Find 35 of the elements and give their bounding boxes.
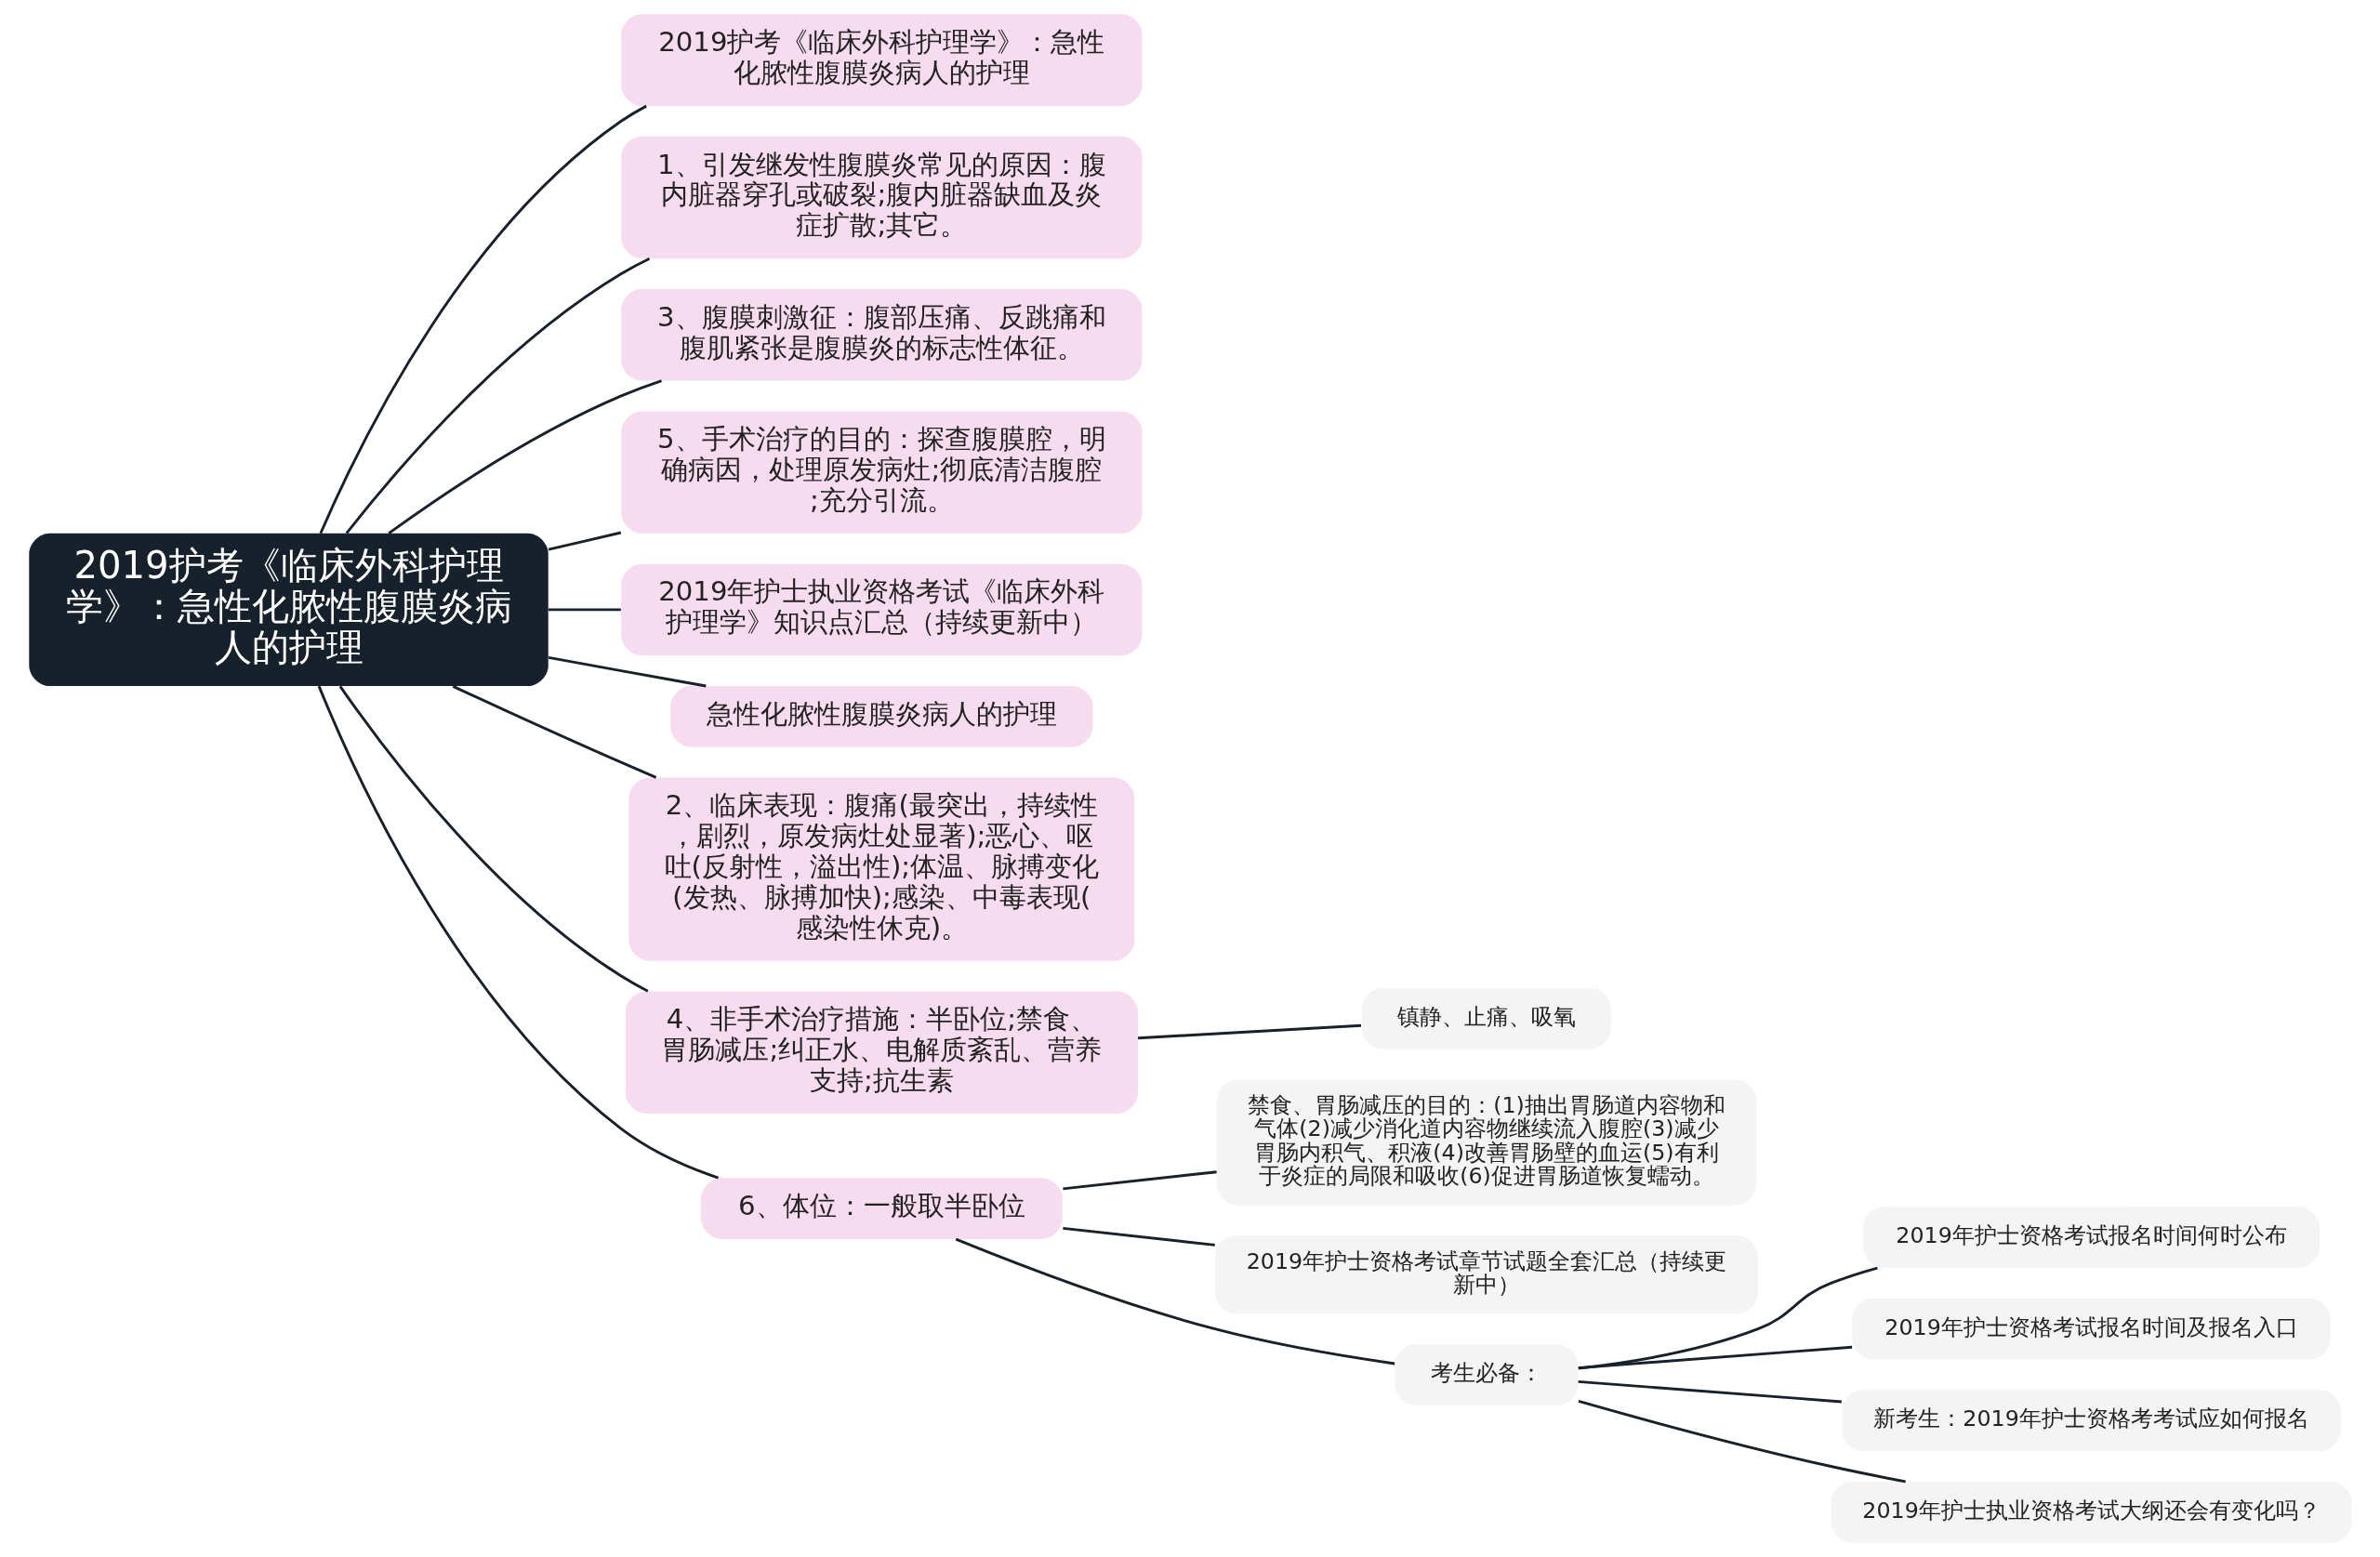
node-box: 6、体位：一般取半卧位 — [700, 1178, 1063, 1239]
connector — [1062, 1170, 1217, 1191]
node-box: 3、腹膜刺激征：腹部压痛、反跳痛和腹肌紧张是腹膜炎的标志性体征。 — [620, 289, 1142, 381]
connector — [1062, 1226, 1215, 1247]
node-box: 2019年护士资格考试章节试题全套汇总（持续更新中） — [1214, 1235, 1758, 1314]
connector — [338, 685, 649, 993]
node-box: 1、引发继发性腹膜炎常见的原因：腹内脏器穿孔或破裂;腹内脏器缺血及炎症扩散;其它。 — [620, 136, 1142, 259]
node-box: 考生必备： — [1394, 1344, 1578, 1405]
connector — [387, 379, 662, 534]
node-box: 镇静、止痛、吸氧 — [1361, 987, 1611, 1049]
connector — [1578, 1345, 1852, 1370]
connector — [345, 257, 650, 534]
connector — [548, 531, 621, 551]
node-box: 2019年护士执业资格考试《临床外科护理学》知识点汇总（持续更新中） — [620, 563, 1142, 656]
connector — [317, 685, 719, 1180]
node-box: 2019护考《临床外科护理学》：急性化脓性腹膜炎病人的护理 — [28, 533, 549, 687]
connector — [1578, 1379, 1842, 1404]
node-box: 急性化脓性腹膜炎病人的护理 — [669, 686, 1093, 747]
node-box: 禁食、胃肠减压的目的：(1)抽出胃肠道内容物和气体(2)减少消化道内容物继续流入腹腔(3)减少胃肠内积气、积液(4)改善胃肠壁的血运(5)有利于炎症的局限和吸收(6)促进胃肠道恢复蠕动。 — [1216, 1079, 1756, 1206]
node-box: 2019护考《临床外科护理学》：急性化脓性腹膜炎病人的护理 — [620, 14, 1142, 106]
connector — [955, 1237, 1395, 1366]
node-box: 2、临床表现：腹痛(最突出，持续性，剧烈，原发病灶处显著);恶心、呕吐(反射性，溢出性);体温、脉搏变化(发热、脉搏加快);感染、中毒表现(感染性休克)。 — [628, 777, 1134, 961]
node-box: 新考生：2019年护士资格考考试应如何报名 — [1841, 1390, 2341, 1452]
node-box: 5、手术治疗的目的：探查腹膜腔，明确病因，处理原发病灶;彻底清洁腹腔;充分引流。 — [620, 411, 1142, 534]
connector — [1578, 1400, 1906, 1484]
node-box: 2019年护士资格考试报名时间及报名入口 — [1851, 1298, 2331, 1360]
node-box: 2019年护士资格考试报名时间何时公布 — [1862, 1207, 2320, 1268]
node-box: 2019年护士执业资格考试大纲还会有变化吗？ — [1830, 1481, 2352, 1543]
connector — [319, 104, 647, 534]
connector — [548, 608, 621, 612]
connector — [452, 685, 656, 779]
connector — [548, 655, 707, 688]
connector — [1137, 1023, 1361, 1040]
connector — [1578, 1266, 1878, 1370]
node-box: 4、非手术治疗措施：半卧位;禁食、胃肠减压;纠正水、电解质紊乱、营养支持;抗生素 — [625, 991, 1138, 1114]
